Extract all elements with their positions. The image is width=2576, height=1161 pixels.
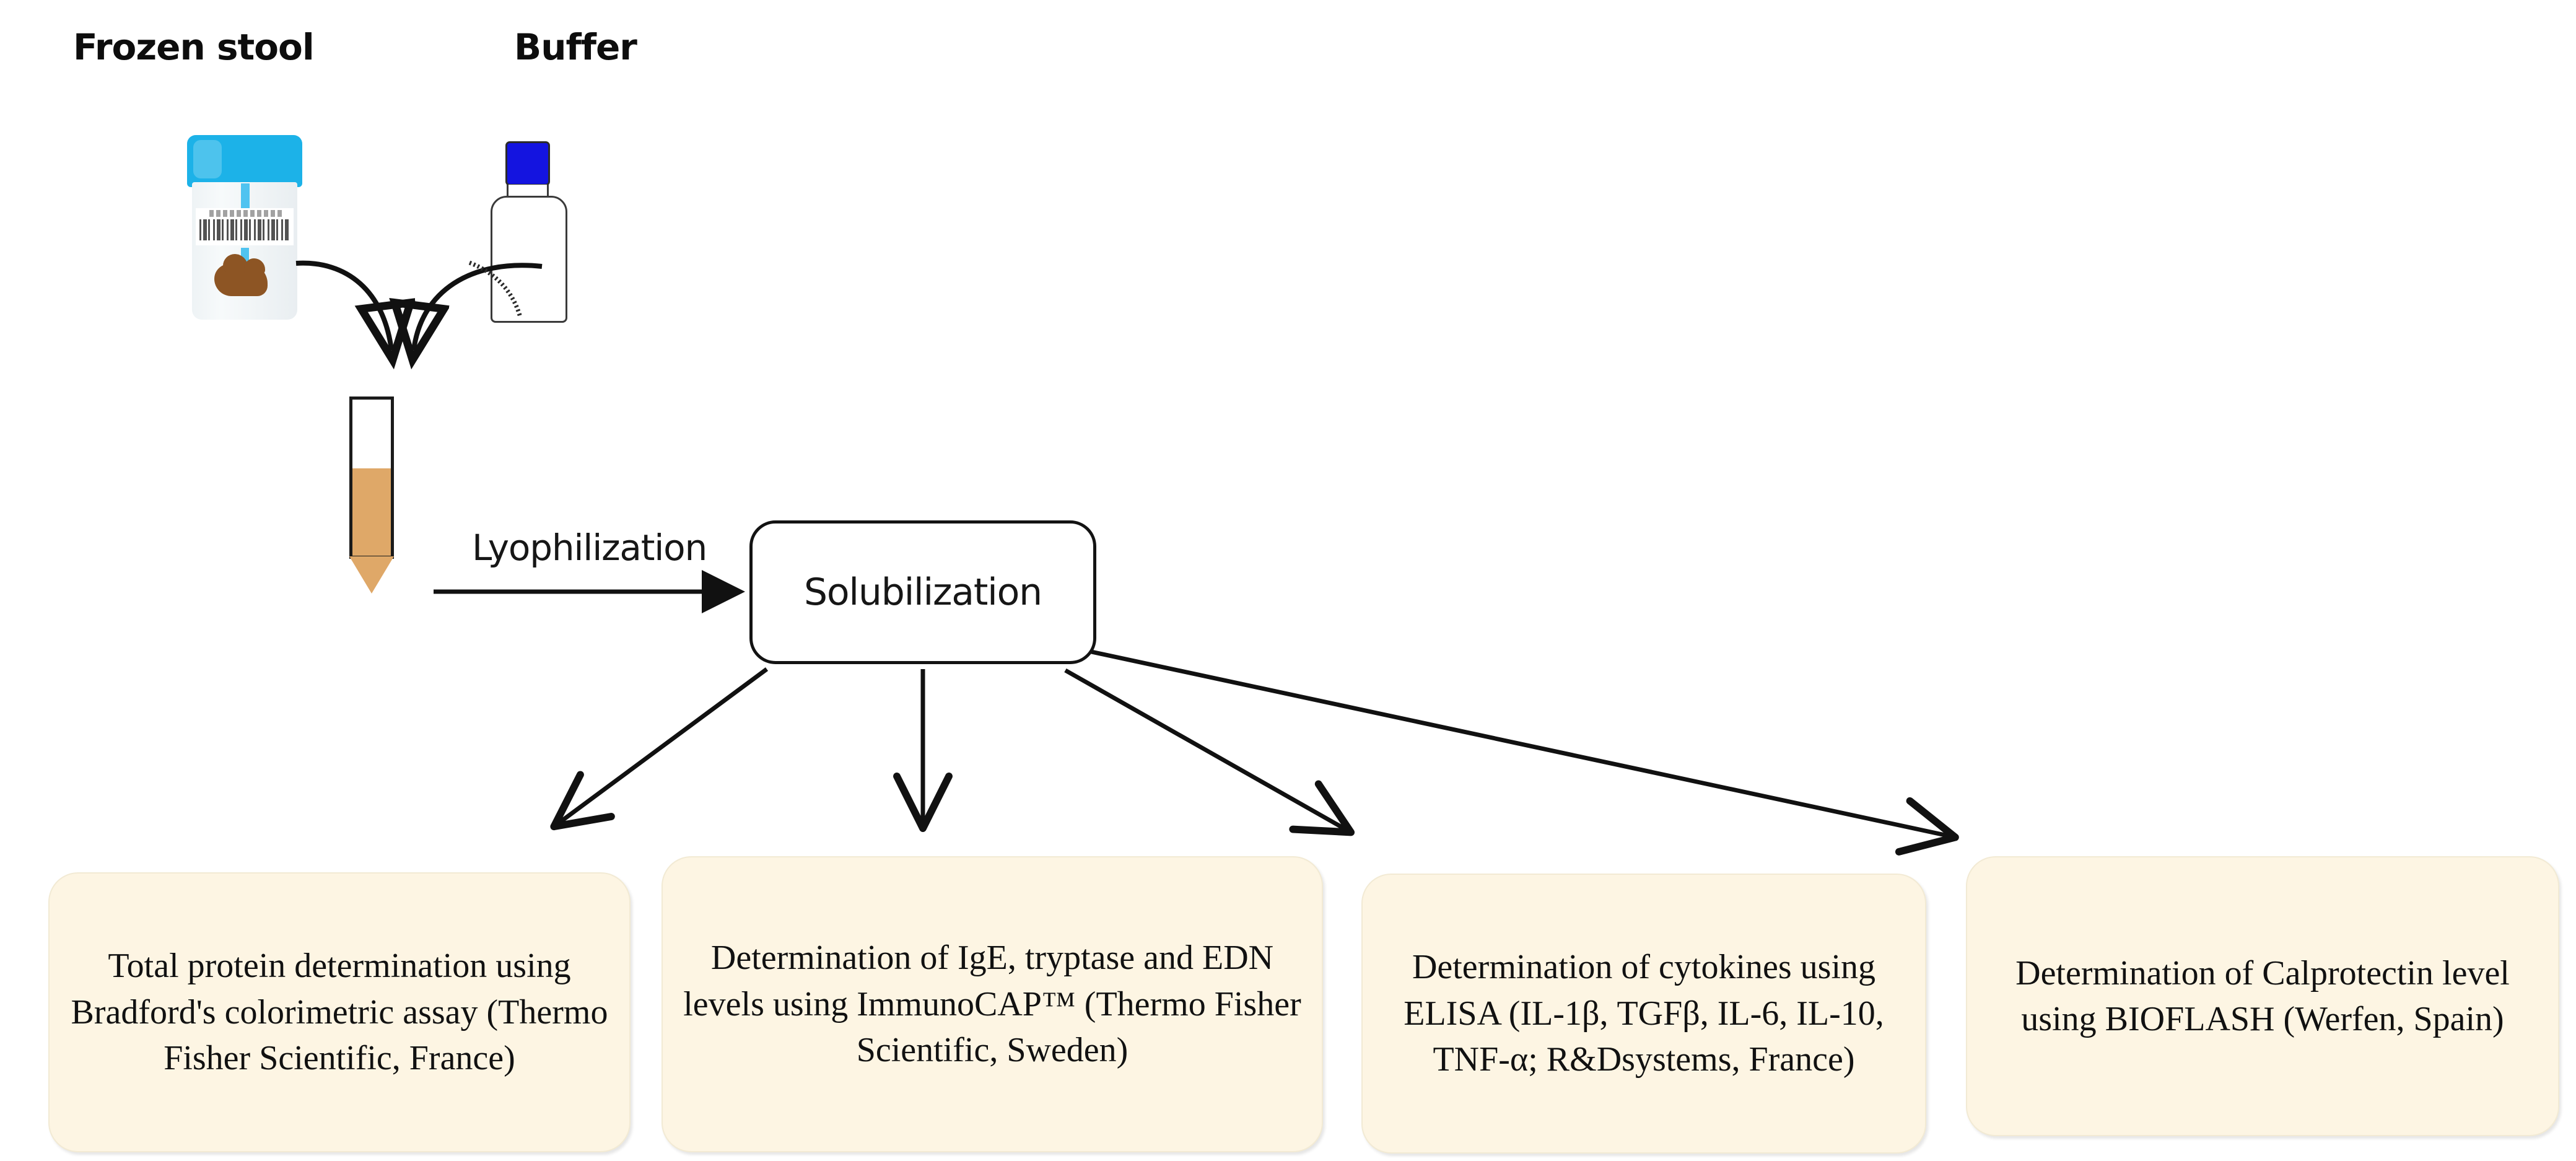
assay-box-calprotectin[interactable]: Determination of Calprotectin level usin… xyxy=(1966,856,2559,1136)
test-tube-contents-icon xyxy=(352,468,391,556)
assay-text: Determination of IgE, tryptase and EDN l… xyxy=(683,939,1301,1070)
jar-cap-icon xyxy=(187,135,302,187)
assay-text: Total protein determination using Bradfo… xyxy=(71,947,608,1078)
buffer-label: Buffer xyxy=(514,26,637,68)
arrow-to-assay-3 xyxy=(1064,668,1355,836)
stool-sample-icon xyxy=(214,254,268,296)
jar-spoon-upper-icon xyxy=(241,183,250,209)
arrow-to-assay-4 xyxy=(1091,649,1959,856)
buffer-stream-icon xyxy=(468,260,523,318)
specimen-jar-icon xyxy=(183,135,306,321)
solubilization-label: Solubilization xyxy=(804,571,1042,614)
assay-box-ige-tryptase-edn[interactable]: Determination of IgE, tryptase and EDN l… xyxy=(661,856,1323,1152)
barcode-icon xyxy=(199,219,290,240)
solubilization-box[interactable]: Solubilization xyxy=(749,520,1096,664)
jar-barcode-label xyxy=(196,208,294,245)
assay-text: Determination of cytokines using ELISA (… xyxy=(1404,948,1884,1079)
reagent-bottle-icon xyxy=(489,141,570,324)
assay-box-total-protein[interactable]: Total protein determination using Bradfo… xyxy=(48,872,631,1152)
lyophilization-step-label: Lyophilization xyxy=(472,527,707,569)
test-tube-tip-icon xyxy=(349,556,394,594)
arrow-to-assay-1 xyxy=(550,667,769,831)
arrow-stool-to-tube xyxy=(295,260,391,350)
assay-text: Determination of Calprotectin level usin… xyxy=(2015,953,2510,1038)
bottle-body-icon xyxy=(491,196,567,323)
arrow-buffer-to-tube xyxy=(414,263,543,350)
jar-label-text-icon xyxy=(209,210,284,217)
bottle-neck-icon xyxy=(507,185,549,198)
frozen-stool-label: Frozen stool xyxy=(73,26,315,68)
test-tube-barrel-icon xyxy=(349,396,394,559)
assay-box-cytokines[interactable]: Determination of cytokines using ELISA (… xyxy=(1361,874,1926,1154)
conical-test-tube-icon xyxy=(349,396,394,594)
